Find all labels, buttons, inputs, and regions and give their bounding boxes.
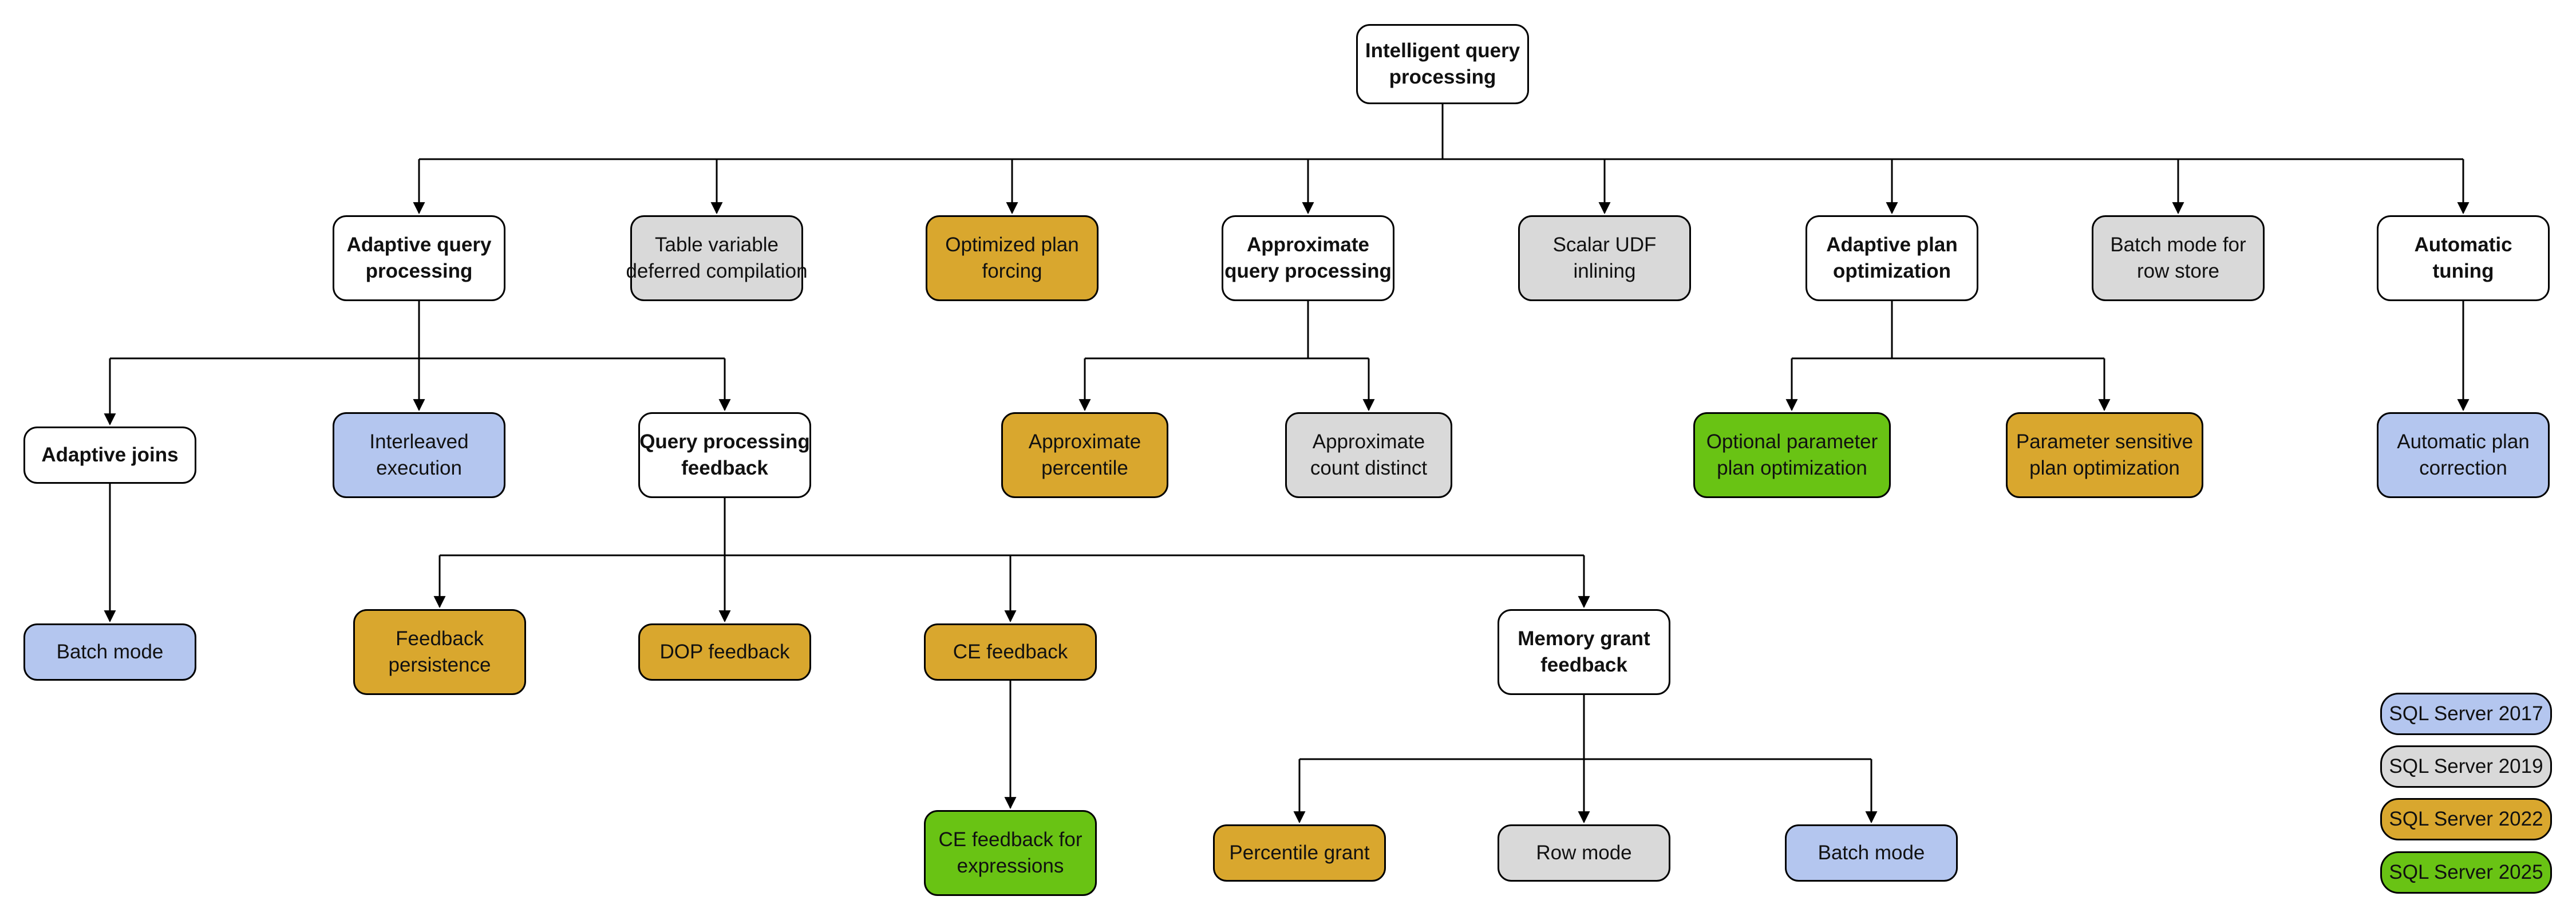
node-parameter-sensitive-plan-optimization: Parameter sensitive plan optimization [2006, 412, 2203, 498]
node-label-line: persistence [388, 654, 491, 676]
node-label-line: Percentile grant [1229, 842, 1370, 864]
node-batch-mode-for-row-store: Batch mode for row store [2092, 215, 2265, 301]
node-approximate-count-distinct: Approximate count distinct [1285, 412, 1452, 498]
node-label-line: Optional parameter [1706, 431, 1878, 453]
node-label-line: plan optimization [2029, 457, 2180, 479]
node-adaptive-joins: Adaptive joins [23, 427, 196, 484]
node-automatic-tuning: Automatic tuning [2377, 215, 2550, 301]
node-label-line: feedback [1540, 654, 1627, 676]
node-automatic-plan-correction: Automatic plan correction [2377, 412, 2550, 498]
node-label-line: Interleaved [369, 431, 469, 453]
node-batch-mode-memory-grant: Batch mode [1785, 824, 1958, 882]
legend-item-sql-server-2022: SQL Server 2022 [2380, 798, 2552, 840]
node-label-line: query processing [1224, 260, 1392, 282]
node-dop-feedback: DOP feedback [638, 623, 811, 681]
node-label-line: Memory grant [1518, 627, 1650, 650]
node-label-line: forcing [982, 260, 1042, 282]
node-adaptive-query-processing: Adaptive query processing [333, 215, 505, 301]
legend-label: SQL Server 2017 [2389, 702, 2543, 725]
legend-item-sql-server-2019: SQL Server 2019 [2380, 745, 2552, 788]
node-label-line: Adaptive query [346, 234, 492, 256]
node-optimized-plan-forcing: Optimized plan forcing [926, 215, 1099, 301]
node-label-line: tuning [2432, 260, 2494, 282]
node-label-line: Automatic [2414, 234, 2512, 256]
node-query-processing-feedback: Query processing feedback [638, 412, 811, 498]
legend-label: SQL Server 2022 [2389, 808, 2543, 830]
node-label-line: optimization [1832, 260, 1951, 282]
node-label-line: plan optimization [1717, 457, 1867, 479]
node-label-line: Query processing [639, 431, 810, 453]
node-feedback-persistence: Feedback persistence [353, 609, 526, 695]
node-label-line: CE feedback for [938, 828, 1082, 851]
legend-item-sql-server-2017: SQL Server 2017 [2380, 693, 2552, 735]
node-label-line: expressions [957, 855, 1064, 877]
legend-label: SQL Server 2025 [2389, 861, 2543, 883]
node-label-line: Feedback [396, 627, 484, 650]
legend-item-sql-server-2025: SQL Server 2025 [2380, 851, 2552, 894]
node-adaptive-plan-optimization: Adaptive plan optimization [1805, 215, 1978, 301]
node-label-line: Automatic plan [2397, 431, 2530, 453]
node-label-line: Batch mode [56, 641, 164, 663]
node-label-line: Intelligent query [1365, 40, 1520, 62]
node-label-line: Batch mode for [2110, 234, 2246, 256]
node-approximate-query-processing: Approximate query processing [1222, 215, 1394, 301]
node-label-line: Table variable [655, 234, 779, 256]
node-batch-mode-adaptive-joins: Batch mode [23, 623, 196, 681]
node-label-line: execution [376, 457, 462, 479]
node-memory-grant-feedback: Memory grant feedback [1498, 609, 1670, 695]
node-label-line: Approximate [1028, 431, 1141, 453]
node-label-line: feedback [681, 457, 768, 479]
node-label-line: deferred compilation [626, 260, 808, 282]
node-label-line: CE feedback [953, 641, 1068, 663]
legend-label: SQL Server 2019 [2389, 755, 2543, 777]
node-label-line: DOP feedback [659, 641, 790, 663]
node-label-line: processing [1389, 66, 1496, 88]
node-label-line: Approximate [1247, 234, 1369, 256]
node-approximate-percentile: Approximate percentile [1001, 412, 1168, 498]
node-label-line: inlining [1573, 260, 1636, 282]
node-label-line: Adaptive joins [41, 444, 179, 466]
node-label-line: row store [2137, 260, 2219, 282]
node-label-line: Approximate [1312, 431, 1425, 453]
node-table-variable-deferred-compilation: Table variable deferred compilation [626, 215, 808, 301]
node-scalar-udf-inlining: Scalar UDF inlining [1518, 215, 1691, 301]
node-label-line: Row mode [1536, 842, 1632, 864]
node-row-mode: Row mode [1498, 824, 1670, 882]
node-label-line: Optimized plan [945, 234, 1079, 256]
node-percentile-grant: Percentile grant [1213, 824, 1386, 882]
node-ce-feedback-for-expressions: CE feedback for expressions [924, 810, 1097, 896]
node-label-line: Scalar UDF [1552, 234, 1657, 256]
node-label-line: processing [365, 260, 473, 282]
node-ce-feedback: CE feedback [924, 623, 1097, 681]
node-label-line: Batch mode [1818, 842, 1925, 864]
node-optional-parameter-plan-optimization: Optional parameter plan optimization [1693, 412, 1891, 498]
node-interleaved-execution: Interleaved execution [333, 412, 505, 498]
node-label-line: percentile [1041, 457, 1128, 479]
node-label-line: Parameter sensitive [2016, 431, 2194, 453]
node-label-line: Adaptive plan [1826, 234, 1958, 256]
node-label-line: count distinct [1310, 457, 1428, 479]
node-intelligent-query-processing: Intelligent query processing [1356, 24, 1529, 104]
node-label-line: correction [2419, 457, 2507, 479]
